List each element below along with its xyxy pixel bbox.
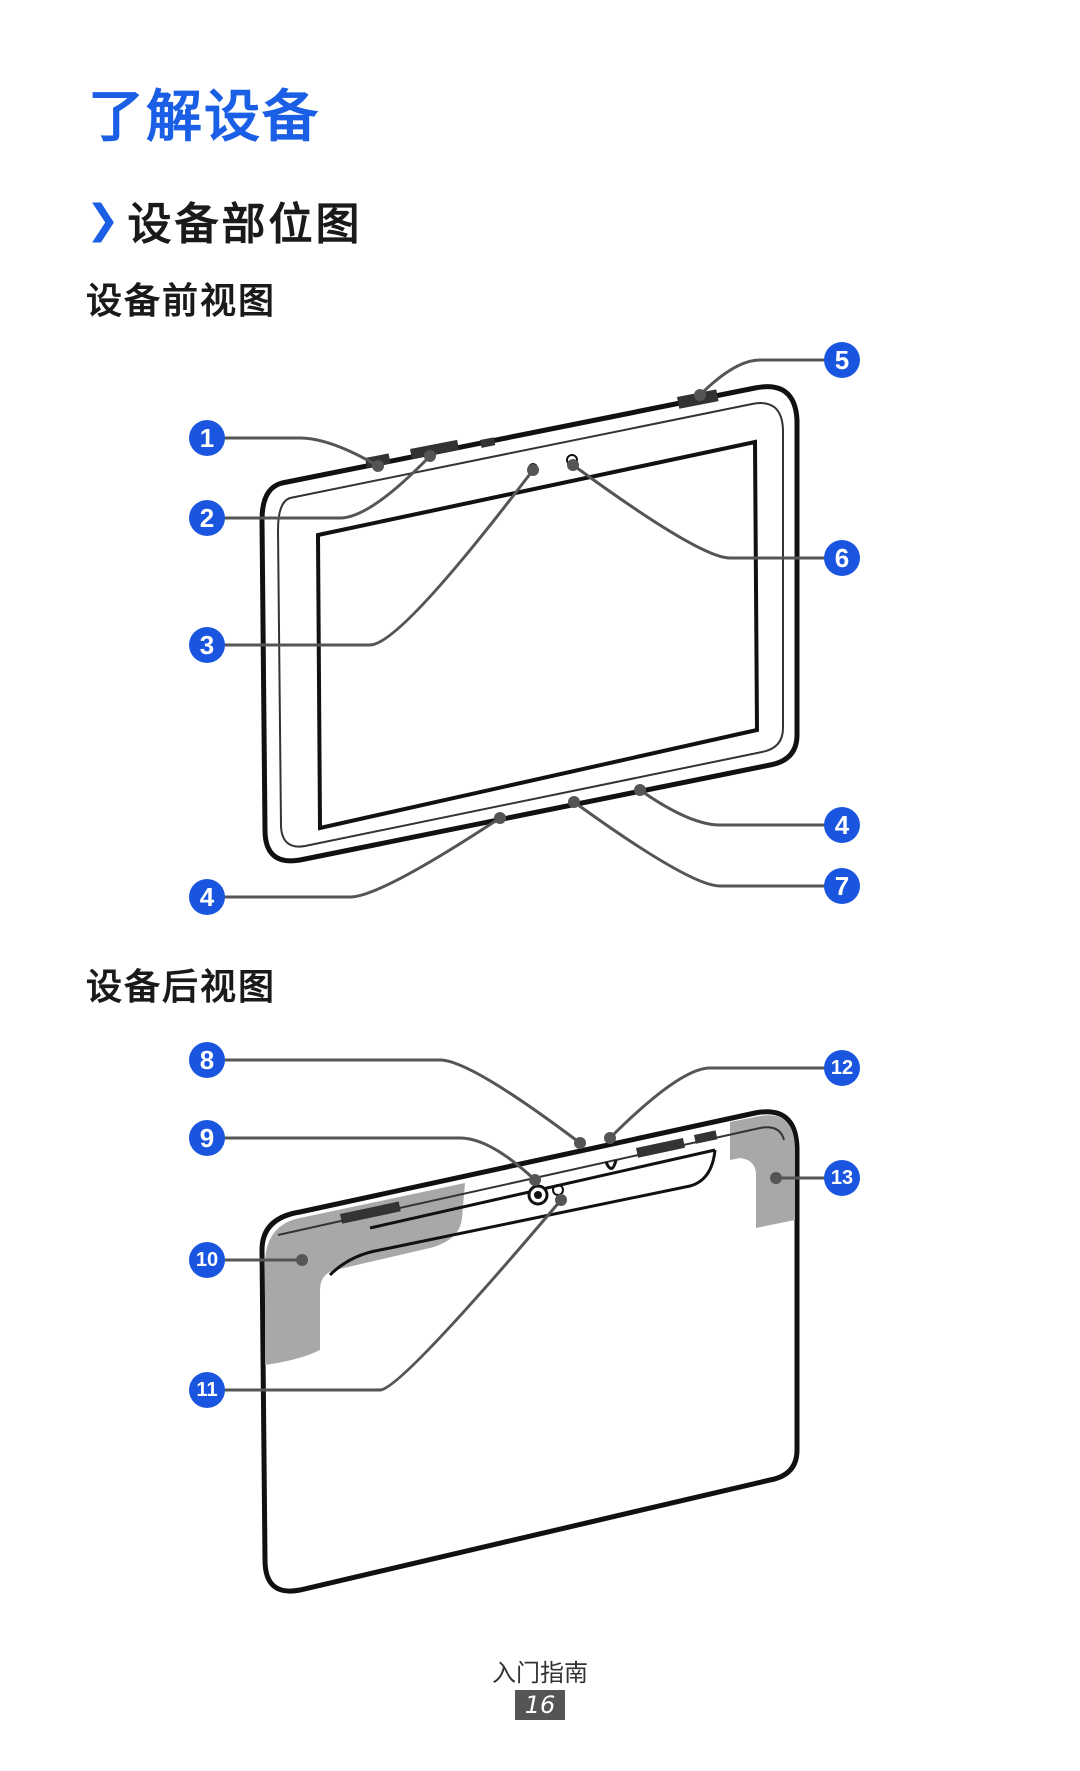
front-view-diagram: 1 2 3 4 5 6 4 7 xyxy=(189,342,860,915)
callout-number: 8 xyxy=(200,1045,214,1075)
back-view-diagram: 8 9 10 11 12 13 xyxy=(189,1042,860,1594)
callout-number: 10 xyxy=(196,1249,218,1271)
callout-number: 6 xyxy=(835,543,849,573)
footer-section-label: 入门指南 xyxy=(492,1659,588,1687)
chevron-right-icon: ❯ xyxy=(86,197,120,243)
callout-badge-10: 10 xyxy=(189,1242,225,1278)
front-callout-leaders xyxy=(213,358,836,899)
tablet-front-illustration xyxy=(259,384,800,864)
front-view-heading: 设备前视图 xyxy=(86,281,277,322)
callout-badge-4-right: 4 xyxy=(824,807,860,843)
callout-badge-8: 8 xyxy=(189,1042,225,1078)
callout-number: 13 xyxy=(831,1167,853,1189)
section-title: 设备部位图 xyxy=(127,199,363,250)
callout-number: 2 xyxy=(200,503,214,533)
callout-badge-1: 1 xyxy=(189,420,225,456)
callout-badge-3: 3 xyxy=(189,627,225,663)
callout-number: 9 xyxy=(200,1123,214,1153)
callout-number: 11 xyxy=(196,1379,217,1401)
page-number: 16 xyxy=(515,1690,565,1720)
callout-badge-6: 6 xyxy=(824,540,860,576)
tablet-back-illustration xyxy=(259,1109,800,1594)
callout-number: 4 xyxy=(835,810,850,840)
back-callout-leaders xyxy=(213,1058,836,1392)
callout-badge-11: 11 xyxy=(189,1372,225,1408)
callout-badge-9: 9 xyxy=(189,1120,225,1156)
callout-badge-2: 2 xyxy=(189,500,225,536)
callout-number: 1 xyxy=(200,423,214,453)
callout-number: 3 xyxy=(200,630,214,660)
callout-badge-5: 5 xyxy=(824,342,860,378)
back-view-heading: 设备后视图 xyxy=(86,967,277,1008)
callout-number: 4 xyxy=(200,882,215,912)
callout-badge-7: 7 xyxy=(824,868,860,904)
callout-number: 12 xyxy=(831,1057,853,1079)
section-heading: ❯ 设备部位图 xyxy=(86,188,363,252)
callout-badge-13: 13 xyxy=(824,1160,860,1196)
callout-number: 7 xyxy=(835,871,849,901)
callout-badge-4-left: 4 xyxy=(189,879,225,915)
callout-badge-12: 12 xyxy=(824,1050,860,1086)
chapter-title: 了解设备 xyxy=(88,85,320,150)
callout-number: 5 xyxy=(835,345,849,375)
